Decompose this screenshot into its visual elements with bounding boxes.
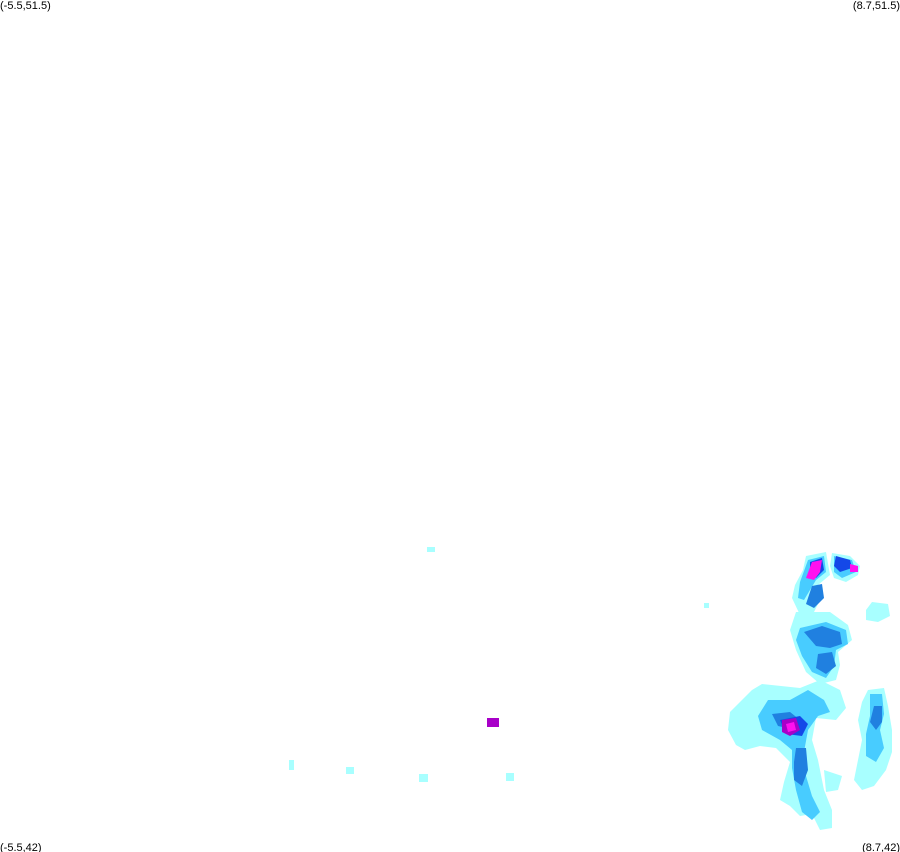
precip-cell	[506, 773, 514, 781]
corner-label-bottom-left: (-5.5,42)	[0, 842, 42, 852]
precip-cell	[289, 760, 294, 770]
precip-cell	[346, 767, 354, 774]
precip-area	[834, 556, 852, 572]
precip-core	[850, 564, 858, 572]
precip-area	[870, 706, 882, 730]
precip-core	[786, 722, 796, 732]
precip-cell	[419, 774, 428, 782]
precip-core	[806, 560, 822, 580]
precip-cell	[487, 718, 499, 727]
precip-cell	[704, 603, 709, 608]
precip-area	[816, 652, 836, 674]
corner-label-bottom-right: (8.7,42)	[862, 842, 900, 852]
precip-area	[824, 770, 842, 792]
corner-label-top-right: (8.7,51.5)	[852, 0, 900, 12]
precip-area	[804, 626, 842, 648]
precip-area	[758, 690, 830, 820]
precip-area	[794, 748, 808, 786]
precip-cell	[427, 547, 435, 552]
precip-area	[866, 602, 890, 622]
precip-area	[806, 584, 824, 608]
corner-label-top-left: (-5.5,51.5)	[0, 0, 51, 12]
